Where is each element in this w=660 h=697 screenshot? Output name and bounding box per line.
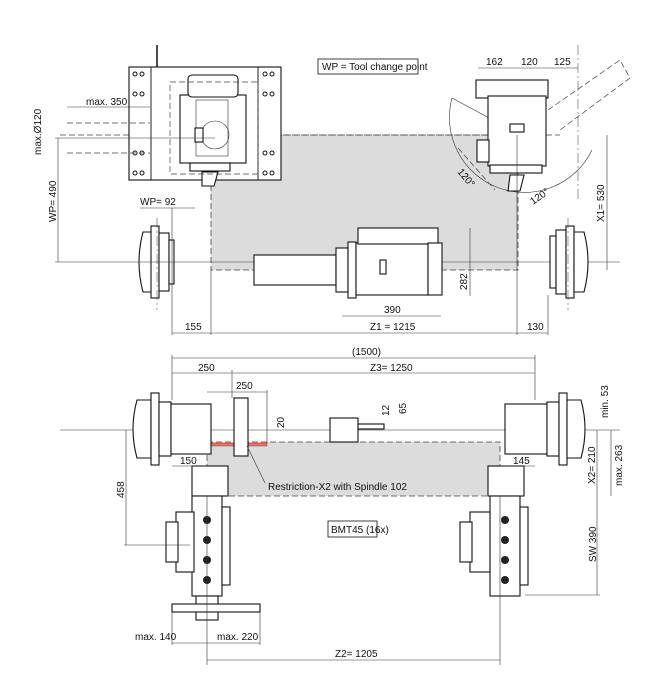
dim-150: 150 xyxy=(180,456,197,467)
dim-max-350: max. 350 xyxy=(86,97,128,108)
dim-155: 155 xyxy=(185,322,202,333)
dim-max-263: max. 263 xyxy=(614,444,625,486)
dim-z2: Z2= 1205 xyxy=(335,649,378,660)
dim-x2: X2= 210 xyxy=(587,446,598,484)
dim-z1: Z1 = 1215 xyxy=(370,322,416,333)
dim-458: 458 xyxy=(116,481,127,498)
dim-250-b: 250 xyxy=(236,381,253,392)
dim-sw-390: SW 390 xyxy=(588,526,599,562)
dim-282: 282 xyxy=(459,273,470,290)
dim-390: 390 xyxy=(384,305,401,316)
dim-145: 145 xyxy=(513,456,530,467)
dim-min-53: min. 53 xyxy=(600,385,611,418)
dim-x1: X1= 530 xyxy=(596,184,607,222)
bmt-label-box xyxy=(327,520,378,538)
dim-max-140: max. 140 xyxy=(135,632,177,643)
tool-holder xyxy=(329,417,385,443)
restriction-label: Restriction-X2 with Spindle 102 xyxy=(268,482,407,493)
right-main-spindle xyxy=(549,218,589,310)
dim-130: 130 xyxy=(527,322,544,333)
left-main-spindle xyxy=(138,218,175,310)
legend-box xyxy=(317,58,419,75)
dim-125: 125 xyxy=(554,57,571,68)
angle-right: 120° xyxy=(528,187,551,208)
dim-wp-490: WP= 490 xyxy=(48,180,59,222)
dim-20: 20 xyxy=(276,416,287,428)
legend-tool-change-point: WP = Tool change point xyxy=(322,62,428,73)
bottom-view: BMT45 (16x) Restriction-X2 with Spindle … xyxy=(60,347,625,665)
dim-max-dia-120: max.Ø120 xyxy=(33,108,44,155)
dim-z3: Z3= 1250 xyxy=(370,363,413,374)
left-chuck-bottom xyxy=(132,392,249,466)
dim-162: 162 xyxy=(486,57,503,68)
bmt-label: BMT45 (16x) xyxy=(331,525,389,536)
top-view: WP = Tool change point max. 350 max.Ø120… xyxy=(33,45,631,335)
right-chuck-bottom xyxy=(504,392,586,466)
dim-65: 65 xyxy=(398,402,409,414)
dim-12: 12 xyxy=(381,404,392,416)
dim-1500: (1500) xyxy=(352,347,381,358)
counter-spindle-top xyxy=(253,227,443,299)
dim-120: 120 xyxy=(521,57,538,68)
dim-max-220: max. 220 xyxy=(217,632,259,643)
lower-turret-right xyxy=(459,465,529,597)
b-axis-head xyxy=(449,45,631,335)
upper-turret-left xyxy=(128,45,282,187)
dim-250-a: 250 xyxy=(198,363,215,374)
dim-wp-92: WP= 92 xyxy=(140,197,176,208)
